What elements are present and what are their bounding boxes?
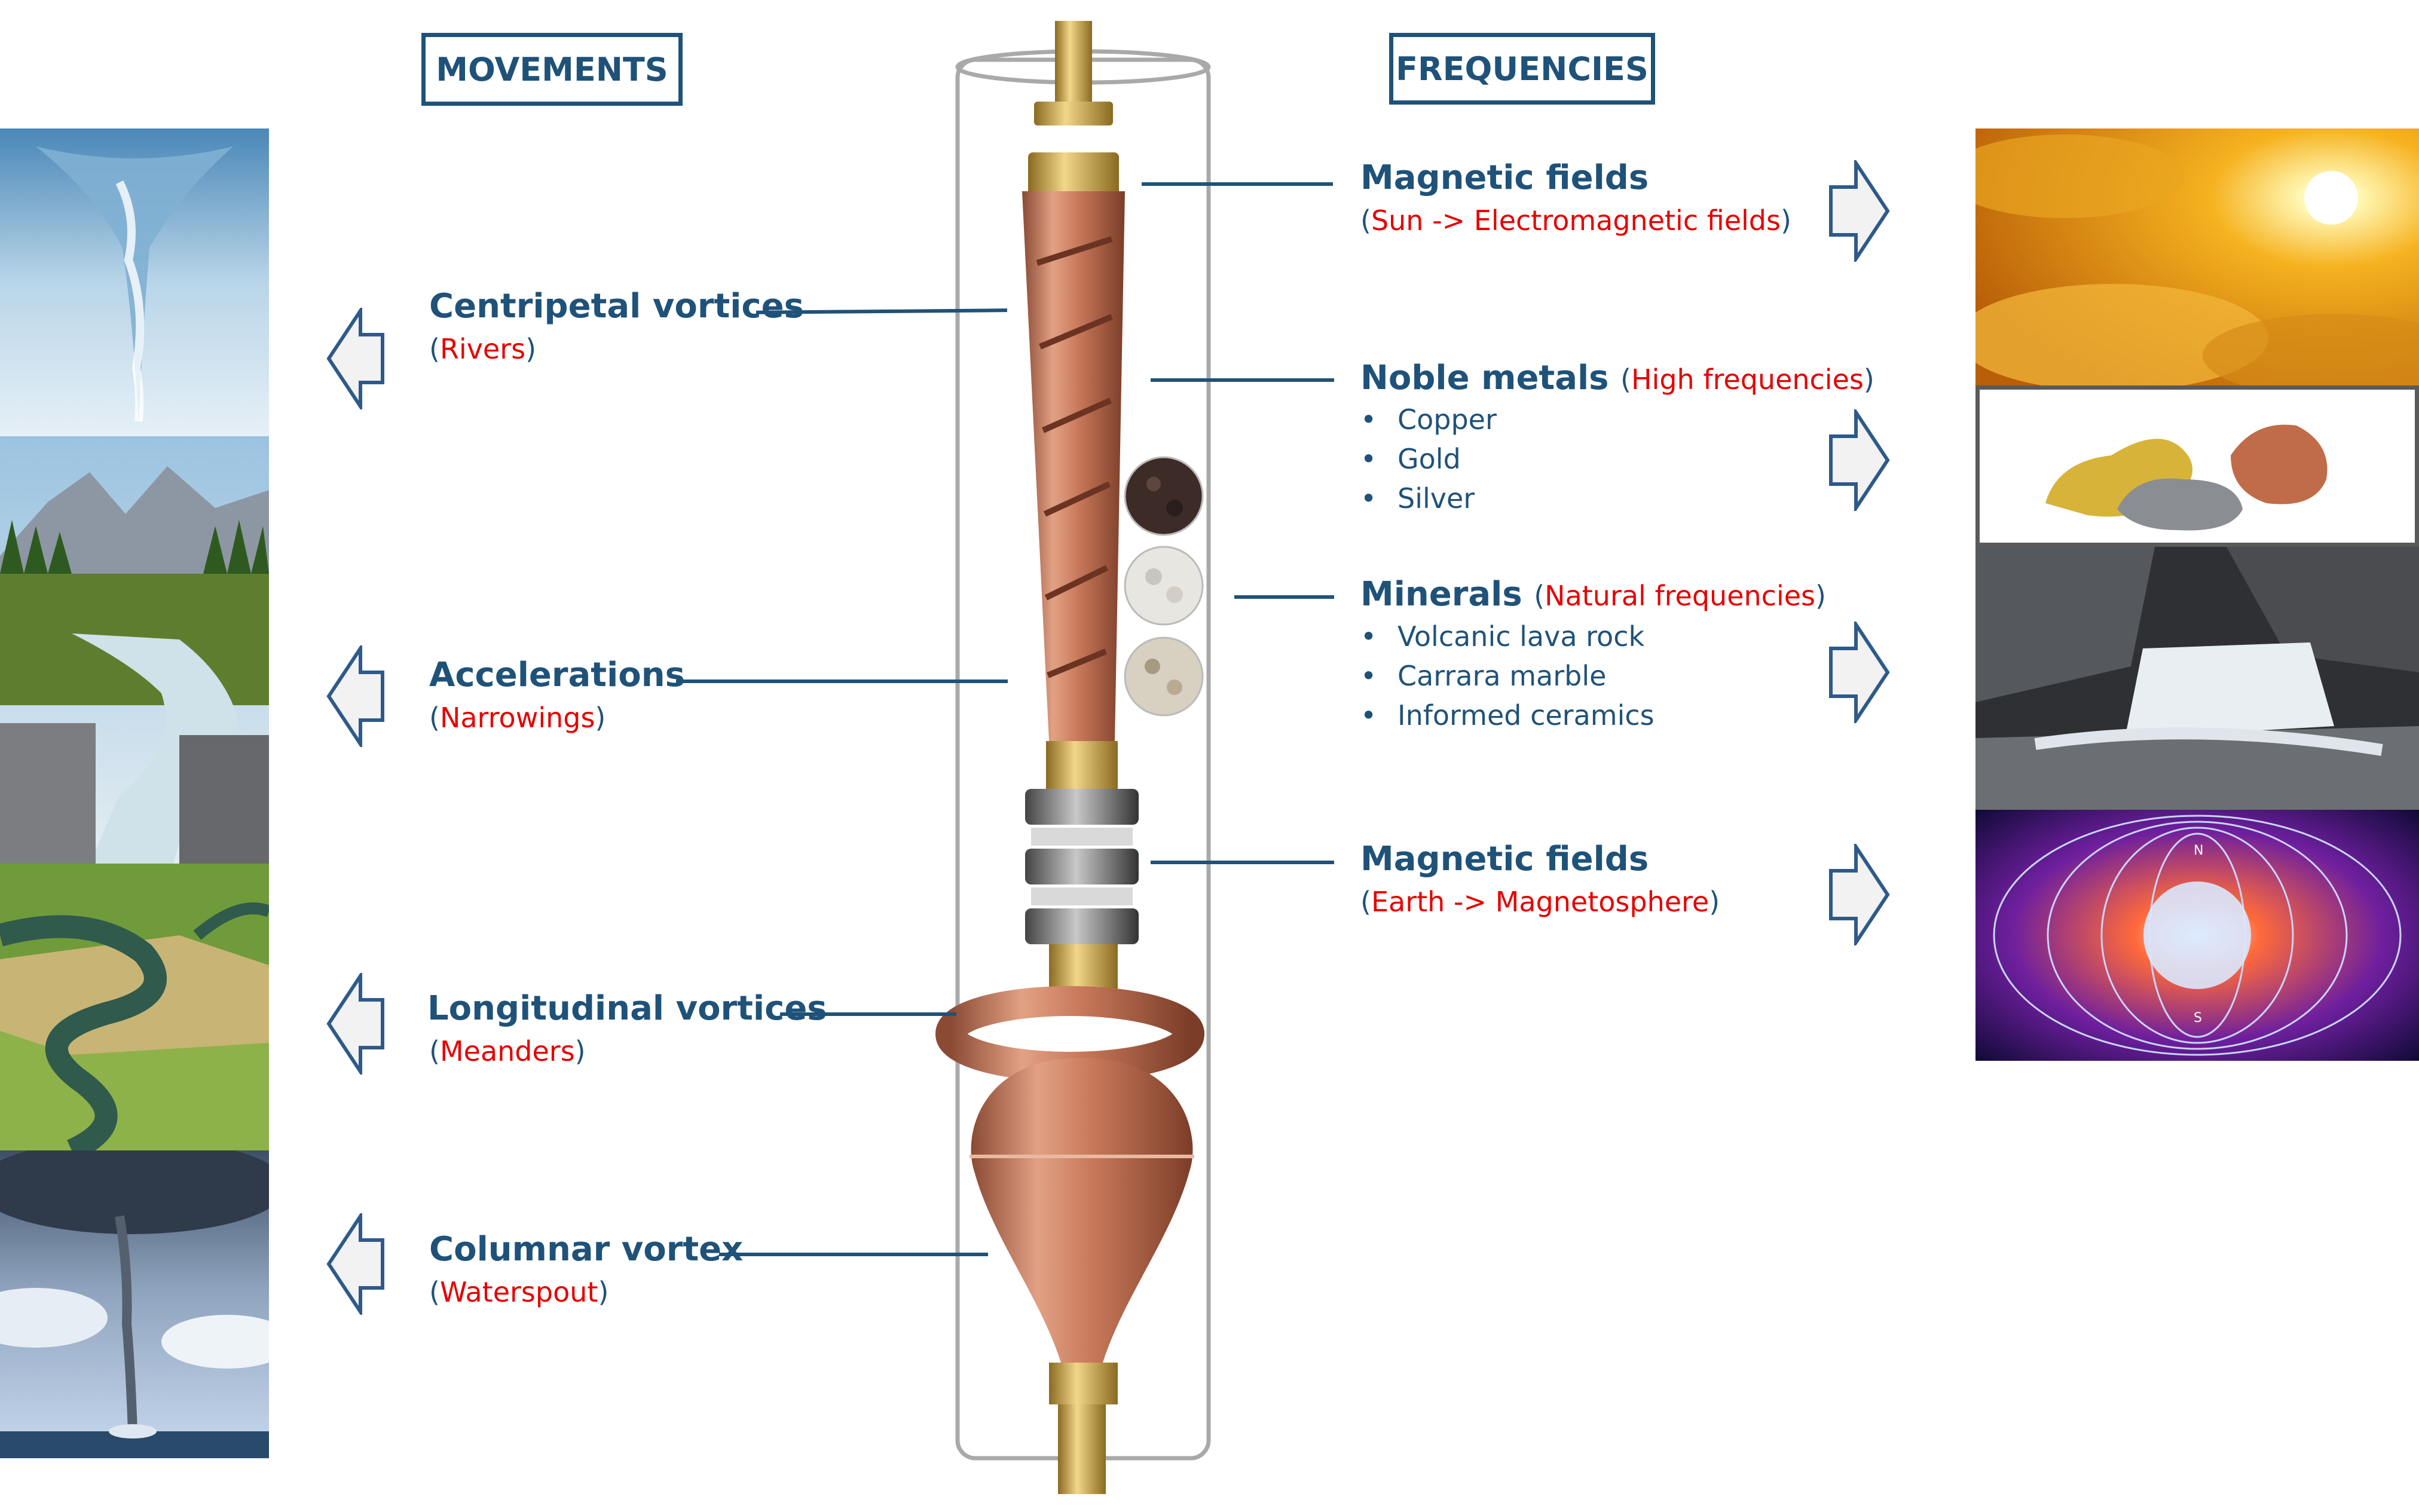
arrow-left-icon	[326, 308, 384, 409]
arrow-right-icon	[1829, 622, 1890, 723]
arrow-right-icon	[1829, 409, 1890, 511]
frequencies-header: FREQUENCIES	[1389, 33, 1655, 105]
mineral-item-1: •Volcanic lava rock	[1360, 620, 1645, 653]
photo-rocky-waterfall	[1975, 547, 2419, 810]
leader-minerals	[1234, 595, 1334, 599]
mineral-item-3: •Informed ceramics	[1360, 699, 1655, 731]
arrow-right-icon	[1829, 160, 1890, 262]
photo-mountain-river-gorge	[0, 436, 269, 864]
movement-sub-1: (Rivers)	[429, 333, 537, 365]
photo-sun-clouds	[1975, 128, 2419, 385]
frequency-sub-4: (Earth -> Magnetosphere)	[1360, 886, 1720, 918]
movement-sub-2: (Narrowings)	[429, 702, 606, 734]
photo-meandering-river	[0, 864, 269, 1150]
frequency-title-4: Magnetic fields	[1360, 840, 1649, 879]
globe-north-label: N	[2194, 843, 2203, 858]
movement-sub-4: (Waterspout)	[429, 1276, 609, 1308]
noble-metal-item-2: •Gold	[1360, 443, 1461, 475]
movements-header: MOVEMENTS	[421, 33, 683, 106]
photo-earth-magnetosphere: N S	[1975, 810, 2419, 1061]
movement-title-2: Accelerations	[429, 656, 685, 694]
movement-sub-3: (Meanders)	[429, 1035, 586, 1067]
leader-longitudinal	[780, 1012, 956, 1016]
photo-waterspout-tornado	[0, 1150, 269, 1458]
ceramics-disc	[1124, 636, 1204, 717]
marble-disc	[1124, 546, 1204, 626]
leader-columnar	[719, 1253, 988, 1256]
frequency-title-2: Noble metals (High frequencies)	[1360, 359, 1874, 397]
leader-accelerations	[676, 680, 1008, 683]
noble-metal-item-1: •Copper	[1360, 403, 1497, 436]
globe-south-label: S	[2194, 1011, 2202, 1026]
vortex-device-illustration	[935, 21, 1211, 1494]
movement-title-4: Columnar vortex	[429, 1230, 744, 1269]
arrow-left-icon	[326, 1213, 384, 1315]
leader-magnetic-earth	[1151, 861, 1334, 864]
movement-title-3: Longitudinal vortices	[427, 989, 827, 1028]
frequency-title-1: Magnetic fields	[1360, 158, 1649, 197]
leader-magnetic-sun	[1142, 182, 1333, 186]
leader-noble-metals	[1151, 378, 1334, 382]
frequency-title-3: Minerals (Natural frequencies)	[1360, 575, 1826, 614]
arrow-left-icon	[326, 645, 384, 747]
arrow-right-icon	[1829, 844, 1890, 945]
noble-metal-item-3: •Silver	[1360, 482, 1475, 515]
arrow-left-icon	[326, 973, 384, 1075]
photo-gold-copper-nuggets	[1975, 385, 2419, 547]
mineral-item-2: •Carrara marble	[1360, 660, 1607, 692]
movement-title-1: Centripetal vortices	[429, 287, 804, 326]
photo-whirlpool-vortex	[0, 128, 269, 436]
lava-rock-disc	[1124, 456, 1204, 536]
frequency-sub-1: (Sun -> Electromagnetic fields)	[1360, 204, 1791, 237]
